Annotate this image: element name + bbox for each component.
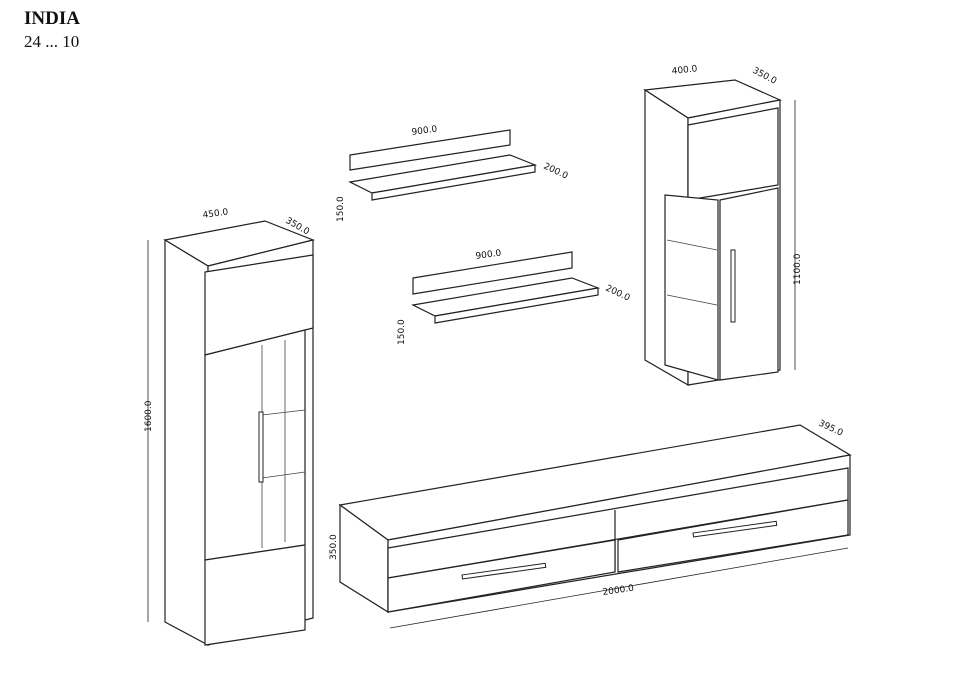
dim-tall-width: 450.0 — [202, 207, 229, 221]
dim-shelf2-height: 150.0 — [397, 319, 407, 345]
dim-shelf2-width: 900.0 — [475, 248, 502, 262]
dim-tall-height: 1600.0 — [144, 400, 154, 432]
dim-shelf1-depth: 200.0 — [542, 162, 570, 182]
dim-wall-height: 1100.0 — [793, 253, 803, 285]
dim-shelf1-width: 900.0 — [411, 124, 438, 138]
tv-stand: 2000.0 395.0 350.0 — [329, 419, 852, 629]
dim-tv-height: 350.0 — [329, 534, 339, 560]
wall-cabinet: 400.0 350.0 1100.0 — [643, 64, 803, 387]
tall-cabinet: 1600.0 450.0 350.0 — [144, 207, 315, 647]
dim-shelf2-depth: 200.0 — [604, 284, 632, 304]
dim-shelf1-height: 150.0 — [336, 196, 346, 222]
dim-wall-depth: 350.0 — [751, 66, 779, 87]
product-title: INDIA — [24, 8, 80, 29]
dim-tv-width: 2000.0 — [602, 584, 635, 598]
wall-shelf-top: 900.0 200.0 150.0 — [336, 124, 570, 222]
dim-tv-depth: 395.0 — [817, 419, 845, 439]
product-code: 24 ... 10 — [24, 32, 80, 51]
dim-wall-width: 400.0 — [671, 64, 698, 77]
wall-shelf-bottom: 900.0 200.0 150.0 — [397, 248, 632, 345]
